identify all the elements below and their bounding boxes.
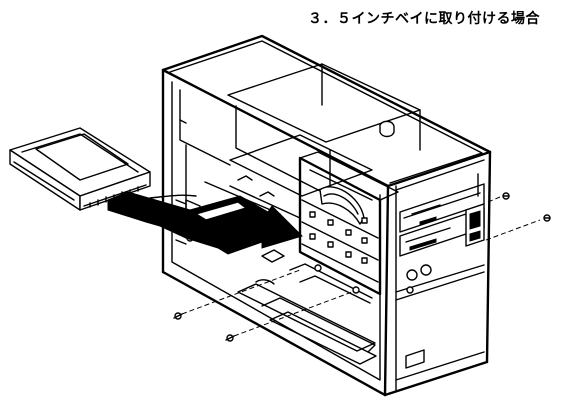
page-title: ３．５インチベイに取り付ける場合 [308, 11, 540, 27]
front-panel [395, 173, 485, 381]
case-floor-slots [237, 263, 377, 365]
hard-disk-drive [9, 127, 151, 211]
mounting-screws [173, 192, 551, 342]
3.5-inch-bay [185, 151, 399, 296]
insertion-arrow [107, 191, 303, 255]
